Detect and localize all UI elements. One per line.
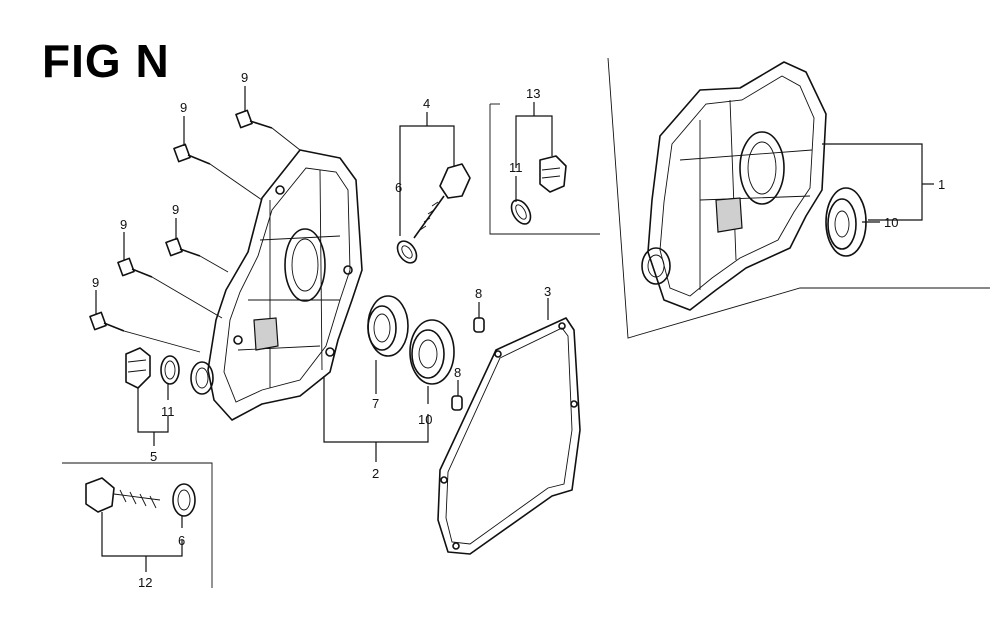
callout-3: 3 <box>544 284 551 299</box>
callout-9-d: 9 <box>120 217 127 232</box>
dipstick-12 <box>85 477 161 513</box>
oil-seal-left <box>190 361 214 395</box>
callout-11-left: 11 <box>161 404 175 419</box>
callout-2: 2 <box>372 466 379 481</box>
ball-bearing-10 <box>409 319 455 385</box>
dipstick-4 <box>413 163 471 239</box>
oring-11-left <box>160 355 180 385</box>
callout-1: 1 <box>938 177 945 192</box>
leader-lines <box>95 86 934 572</box>
crankcase-cover-left <box>207 149 363 421</box>
section-boundaries <box>62 57 990 588</box>
callout-11-inset: 11 <box>509 160 523 175</box>
crankcase-cover-assembly-right <box>641 61 827 311</box>
callout-8-lower: 8 <box>454 365 461 380</box>
ball-bearing-10-right <box>825 187 867 257</box>
gasket-3 <box>437 317 581 555</box>
callout-10-center: 10 <box>418 412 432 427</box>
callout-6-top: 6 <box>395 180 402 195</box>
bolt-9-third <box>165 237 229 273</box>
callout-8-top: 8 <box>475 286 482 301</box>
callout-9-b: 9 <box>180 100 187 115</box>
oring-6-lower <box>172 483 196 517</box>
callout-9-c: 9 <box>172 202 179 217</box>
dowel-pin-8-top <box>473 317 485 333</box>
oil-seal-7 <box>367 295 409 357</box>
callout-5: 5 <box>150 449 157 464</box>
callout-12: 12 <box>138 575 152 590</box>
callout-10-right: 10 <box>884 215 898 230</box>
figure-title: FIG N <box>42 35 170 87</box>
bolt-9-fourth <box>117 257 223 319</box>
callout-labels: 1 2 3 4 5 6 6 7 8 8 9 9 9 9 9 10 10 11 1… <box>92 70 945 590</box>
bolt-9-top <box>235 109 301 151</box>
oring-6-top <box>396 240 418 264</box>
bolt-9-second <box>173 143 263 201</box>
callout-4: 4 <box>423 96 430 111</box>
drain-plug-5 <box>125 347 151 389</box>
oring-11-inset <box>510 199 532 225</box>
dowel-pin-8-lower <box>451 395 463 411</box>
callout-7: 7 <box>372 396 379 411</box>
callout-13: 13 <box>526 86 540 101</box>
callout-9-a: 9 <box>241 70 248 85</box>
bolt-9-fifth <box>89 311 201 353</box>
callout-6-lower: 6 <box>178 533 185 548</box>
callout-9-e: 9 <box>92 275 99 290</box>
oil-level-plug-13 <box>539 155 567 193</box>
